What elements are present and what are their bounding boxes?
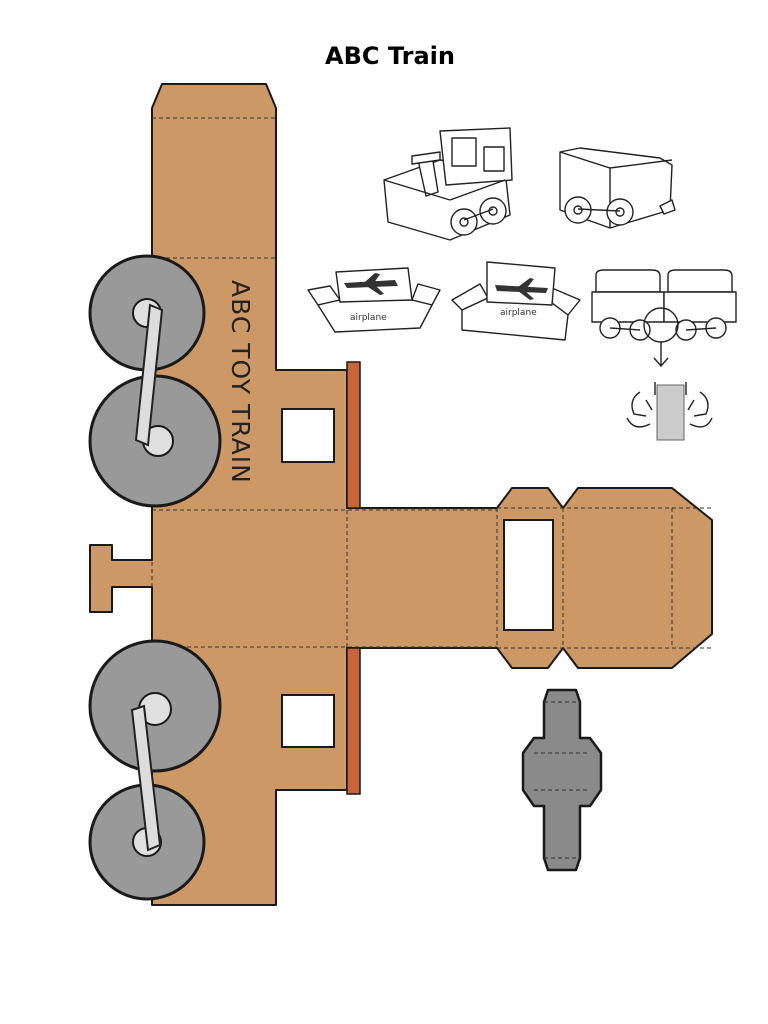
box-label: airplane xyxy=(500,308,537,318)
connecting-rod xyxy=(130,704,162,852)
locomotive-illustration xyxy=(383,127,513,241)
wheel-set-lower xyxy=(88,639,222,901)
connecting-rod xyxy=(134,303,164,447)
window-cutout-lower xyxy=(281,694,335,748)
page-title: ABC Train xyxy=(325,42,455,70)
coupled-cars-illustration xyxy=(591,269,737,368)
wheel-set-upper xyxy=(88,254,222,508)
smokestack-net xyxy=(521,688,603,872)
cab-window-cutout xyxy=(503,519,554,631)
rail-strip-upper xyxy=(346,361,361,509)
window-cutout-upper xyxy=(281,408,335,463)
airplane-box-illustration-1: airplane xyxy=(307,267,441,333)
body-outline xyxy=(89,83,713,906)
coupler-detail-illustration xyxy=(626,382,713,441)
smokestack-outline xyxy=(521,688,603,872)
tender-car-illustration xyxy=(559,147,676,229)
locomotive-body-net: ABC TOY TRAIN xyxy=(89,83,713,906)
box-label: airplane xyxy=(350,313,387,323)
airplane-box-illustration-2: airplane xyxy=(451,261,581,341)
train-side-label: ABC TOY TRAIN xyxy=(226,280,255,484)
rail-strip-lower xyxy=(346,647,361,795)
